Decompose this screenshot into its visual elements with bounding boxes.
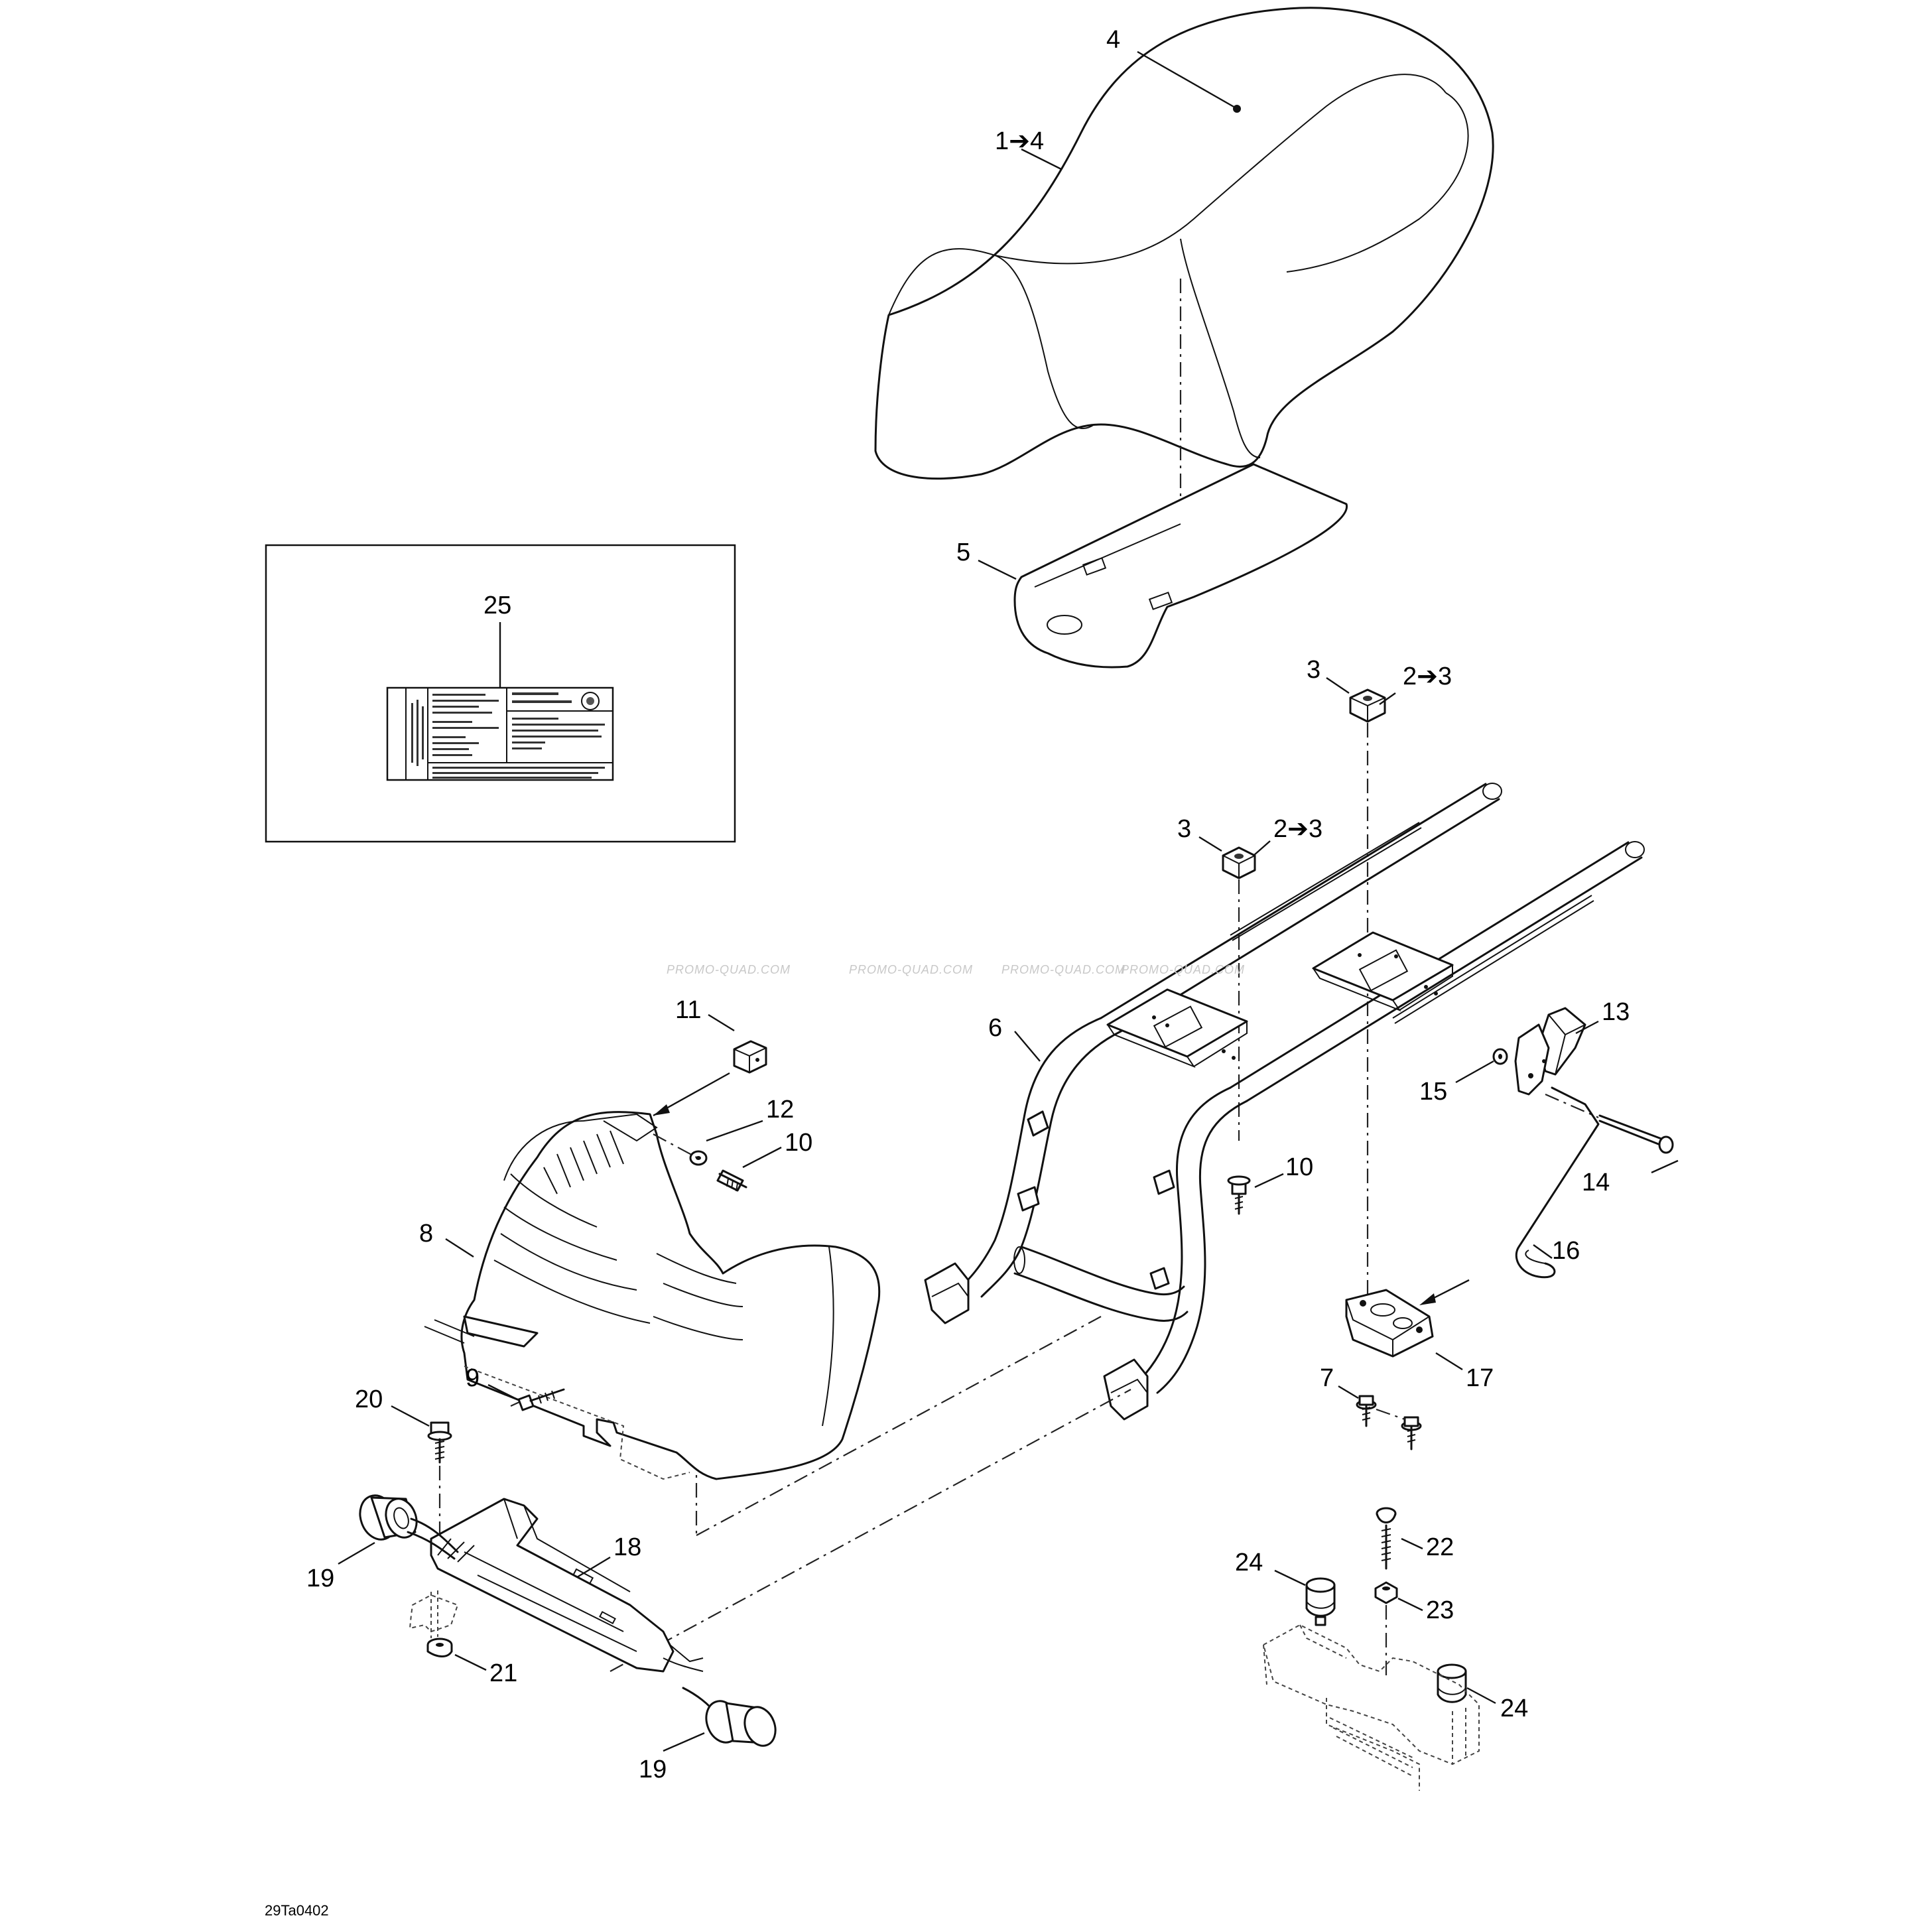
- callout-3-upper: 3: [1307, 656, 1320, 684]
- callout-18: 18: [613, 1533, 641, 1561]
- callout-12: 12: [766, 1096, 794, 1124]
- watermark-text-3: PROMO-QUAD.COM: [1001, 963, 1126, 976]
- latch-striker-bracket[interactable]: [1345, 1289, 1434, 1358]
- callout-10-tub: 10: [785, 1129, 812, 1157]
- label-inset-box: [265, 544, 736, 843]
- hex-screw-rear-tub[interactable]: [716, 1169, 747, 1192]
- callout-2-3-lower: 2➔3: [1273, 815, 1322, 843]
- callout-3-lower: 3: [1177, 815, 1191, 843]
- callout-14: 14: [1582, 1169, 1610, 1196]
- callout-17: 17: [1466, 1364, 1494, 1392]
- latch-screw-right[interactable]: [1401, 1416, 1422, 1450]
- callout-24-left: 24: [1235, 1549, 1263, 1577]
- callout-19-left: 19: [306, 1565, 334, 1592]
- seat-latch[interactable]: [1514, 1007, 1586, 1096]
- watermark-text-2: PROMO-QUAD.COM: [849, 963, 973, 976]
- seat-support-frame[interactable]: [924, 783, 1645, 1421]
- callout-22: 22: [1426, 1533, 1454, 1561]
- rubber-stopper-right[interactable]: [1437, 1663, 1467, 1703]
- label-fine-print: [411, 692, 605, 779]
- rail-bushing-right[interactable]: [682, 1687, 781, 1750]
- latch-screw-left[interactable]: [1356, 1395, 1377, 1427]
- callout-9: 9: [466, 1364, 480, 1392]
- callout-25: 25: [483, 592, 511, 619]
- callout-6: 6: [988, 1014, 1002, 1042]
- rubber-bumper-upper[interactable]: [1349, 688, 1386, 723]
- rear-rail-bracket[interactable]: [430, 1498, 704, 1673]
- watermark-text-1: PROMO-QUAD.COM: [667, 963, 791, 976]
- callout-13: 13: [1602, 998, 1630, 1026]
- seat-reference-dot: [1233, 105, 1241, 113]
- callout-labels: 4 1➔4 5 25 3 2➔3 3 2➔3 6 11 12 10 10 8 9…: [306, 26, 1630, 1783]
- watermark-text-4: PROMO-QUAD.COM: [1121, 963, 1245, 976]
- callout-1-4: 1➔4: [995, 127, 1044, 155]
- speed-nut[interactable]: [733, 1040, 767, 1074]
- callout-23: 23: [1426, 1596, 1454, 1624]
- callout-5: 5: [956, 539, 970, 566]
- flat-washer[interactable]: [689, 1150, 708, 1166]
- adjuster-nut[interactable]: [1374, 1581, 1398, 1604]
- callout-7: 7: [1320, 1364, 1334, 1392]
- seat-cover[interactable]: [874, 7, 1494, 480]
- hex-screw-frame[interactable]: [1227, 1175, 1251, 1215]
- callout-2-3-upper: 2➔3: [1403, 663, 1452, 690]
- callout-10-frame: 10: [1285, 1153, 1313, 1181]
- seat-pan[interactable]: [1013, 463, 1348, 669]
- rail-bushing-left[interactable]: [354, 1490, 459, 1560]
- latch-pin[interactable]: [1598, 1114, 1674, 1154]
- callout-21: 21: [489, 1659, 517, 1687]
- figure-reference: 29Ta0402: [265, 1902, 329, 1919]
- watermark: PROMO-QUAD.COM PROMO-QUAD.COM PROMO-QUAD…: [667, 963, 1245, 976]
- callout-11: 11: [675, 996, 701, 1024]
- callout-4: 4: [1106, 26, 1120, 54]
- rubber-stopper-left[interactable]: [1305, 1577, 1336, 1626]
- seat-support-bracket-hidden: [1262, 1624, 1480, 1791]
- callout-8: 8: [419, 1220, 433, 1248]
- callout-24-right: 24: [1500, 1695, 1528, 1722]
- adjuster-bolt[interactable]: [1376, 1507, 1397, 1570]
- latch-cable-rod[interactable]: [1515, 1086, 1600, 1279]
- callout-19-right: 19: [639, 1756, 667, 1783]
- rear-rack-tub[interactable]: [424, 1111, 881, 1480]
- rubber-bumper-lower[interactable]: [1222, 846, 1256, 879]
- rail-nut-21[interactable]: [426, 1638, 453, 1657]
- callout-16: 16: [1552, 1237, 1580, 1265]
- emission-control-label[interactable]: [386, 686, 614, 781]
- bolt-20[interactable]: [427, 1421, 452, 1464]
- tapping-screw[interactable]: [517, 1388, 565, 1411]
- latch-washer[interactable]: [1492, 1048, 1508, 1065]
- callout-15: 15: [1419, 1078, 1447, 1106]
- callout-20: 20: [355, 1385, 383, 1413]
